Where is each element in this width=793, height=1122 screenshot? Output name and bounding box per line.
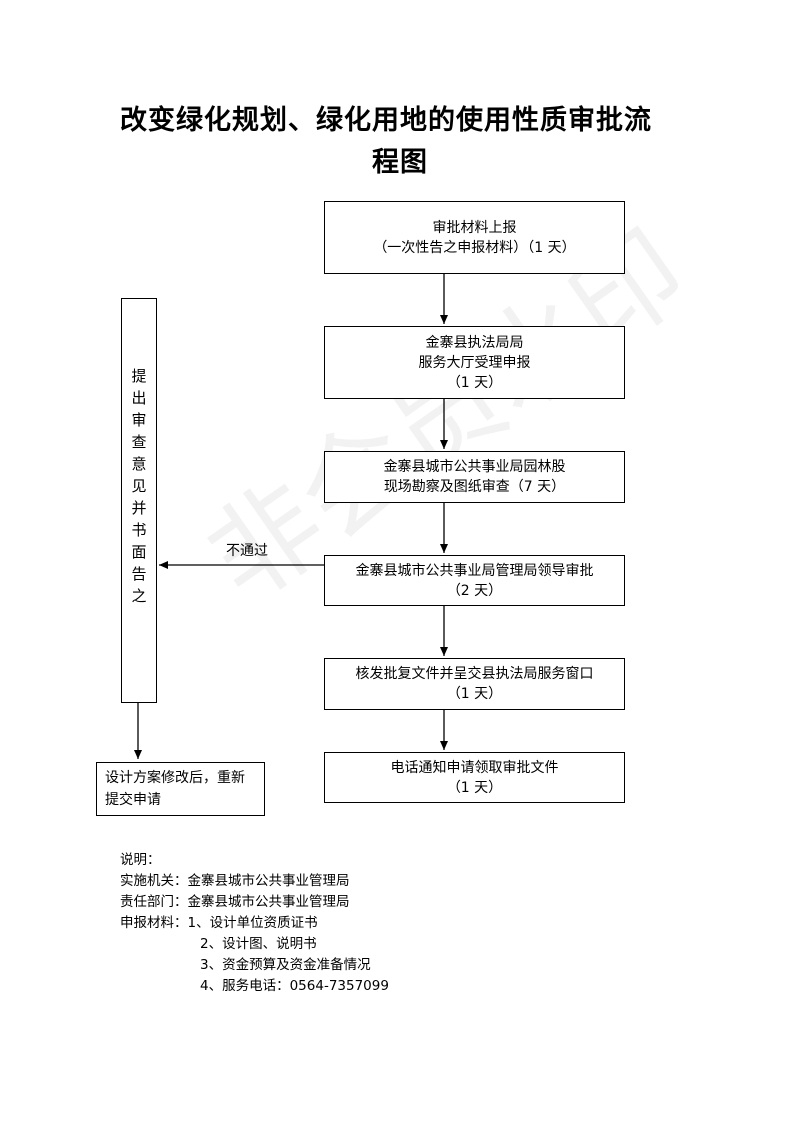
notes-materials-row-1: 申报材料：1、设计单位资质证书 xyxy=(120,913,389,934)
page-title: 改变绿化规划、绿化用地的使用性质审批流 程图 xyxy=(100,100,700,184)
notes-heading: 说明： xyxy=(120,852,161,868)
notes-section: 说明： 实施机关：金寨县城市公共事业管理局 责任部门：金寨县城市公共事业管理局 … xyxy=(120,850,389,997)
step-2-line-3: （1 天） xyxy=(446,374,503,391)
step-box-2: 金寨县执法局局 服务大厅受理申报 （1 天） xyxy=(324,326,625,399)
step-box-5: 核发批复文件并呈交县执法局服务窗口 （1 天） xyxy=(324,658,625,710)
step-5-line-1: 核发批复文件并呈交县执法局服务窗口 xyxy=(355,666,594,682)
step-box-6: 电话通知申请领取审批文件 （1 天） xyxy=(324,752,625,803)
notes-material-3: 3、资金预算及资金准备情况 xyxy=(200,957,371,973)
notes-department: 责任部门：金寨县城市公共事业管理局 xyxy=(120,894,350,910)
resubmit-box: 设计方案修改后，重新提交申请 xyxy=(96,762,265,816)
step-2-line-1: 金寨县执法局局 xyxy=(425,334,524,351)
step-box-1: 审批材料上报 （一次性告之申报材料）（1 天） xyxy=(324,201,625,274)
step-3-line-1: 金寨县城市公共事业局园林股 xyxy=(383,459,566,475)
notes-material-2: 2、设计图、说明书 xyxy=(200,936,317,952)
reject-label: 不通过 xyxy=(226,543,268,559)
notes-material-4: 4、服务电话：0564-7357099 xyxy=(200,978,389,994)
step-5-line-2: （1 天） xyxy=(446,686,503,702)
step-3-line-2: 现场勘察及图纸审查（7 天） xyxy=(383,479,566,495)
notes-agency: 实施机关：金寨县城市公共事业管理局 xyxy=(120,873,350,889)
title-line-2: 程图 xyxy=(372,147,428,178)
step-4-line-1: 金寨县城市公共事业局管理局领导审批 xyxy=(355,562,594,579)
notes-material-1: 1、设计单位资质证书 xyxy=(187,915,318,931)
notes-materials-label: 申报材料： xyxy=(120,915,188,931)
step-6-line-1: 电话通知申请领取审批文件 xyxy=(390,759,559,776)
step-box-4: 金寨县城市公共事业局管理局领导审批 （2 天） xyxy=(324,555,625,606)
step-1-line-2: （一次性告之申报材料）（1 天） xyxy=(373,239,576,256)
step-6-line-2: （1 天） xyxy=(446,779,503,796)
review-opinion-box: 提出审查意见并书面告之 xyxy=(121,298,157,703)
step-4-line-2: （2 天） xyxy=(446,582,503,599)
step-box-3: 金寨县城市公共事业局园林股 现场勘察及图纸审查（7 天） xyxy=(324,451,625,503)
step-2-line-2: 服务大厅受理申报 xyxy=(418,354,531,371)
step-1-line-1: 审批材料上报 xyxy=(432,219,517,236)
title-line-1: 改变绿化规划、绿化用地的使用性质审批流 xyxy=(120,105,652,136)
review-opinion-text: 提出审查意见并书面告之 xyxy=(131,367,147,605)
